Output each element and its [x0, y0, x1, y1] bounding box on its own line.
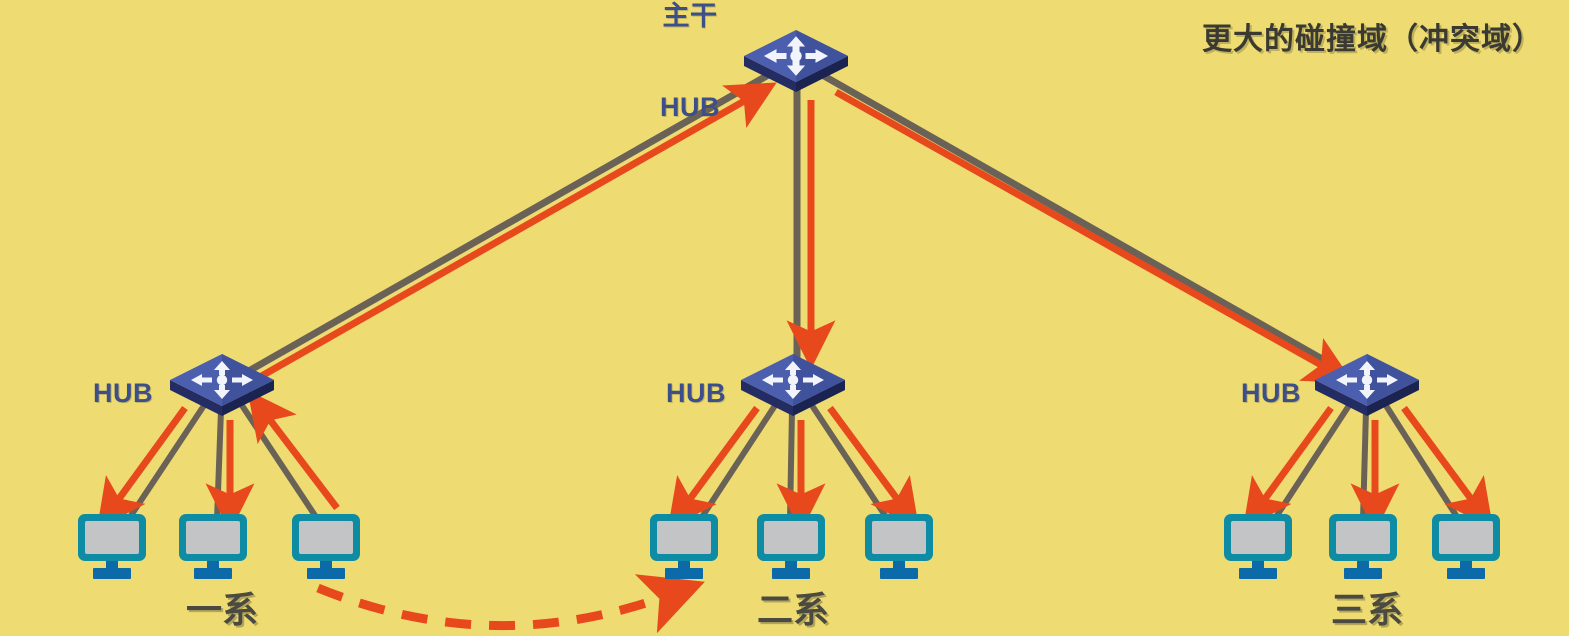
pc-3-1[interactable] [1220, 511, 1296, 583]
access-flow-arrows-dept3 [1242, 405, 1494, 533]
dashed-flow-arrow [316, 574, 705, 634]
access-flow-arrows-dept2 [667, 405, 920, 533]
pc-3-3[interactable] [1428, 511, 1504, 583]
flow-arrow-up-trunk1 [235, 82, 777, 394]
pc-1-2[interactable] [175, 511, 251, 583]
pc-2-3[interactable] [861, 511, 937, 583]
pc-1-1[interactable] [74, 511, 150, 583]
backbone-hub[interactable] [738, 26, 854, 102]
trunk-flow-arrows [235, 82, 1354, 394]
pc-1-3[interactable] [288, 511, 364, 583]
hub-dept-1[interactable] [164, 350, 280, 426]
pc-3-2[interactable] [1325, 511, 1401, 583]
page-title: 更大的碰撞域（冲突域） [1202, 23, 1543, 56]
access-flow-arrows-dept1 [96, 390, 340, 533]
trunk-cables [243, 70, 1349, 376]
hub-dept-2[interactable] [735, 350, 851, 426]
hub-dept-3[interactable] [1309, 350, 1425, 426]
pc-2-1[interactable] [646, 511, 722, 583]
flow-arrow-down-trunk3 [834, 88, 1354, 384]
pc-2-2[interactable] [753, 511, 829, 583]
